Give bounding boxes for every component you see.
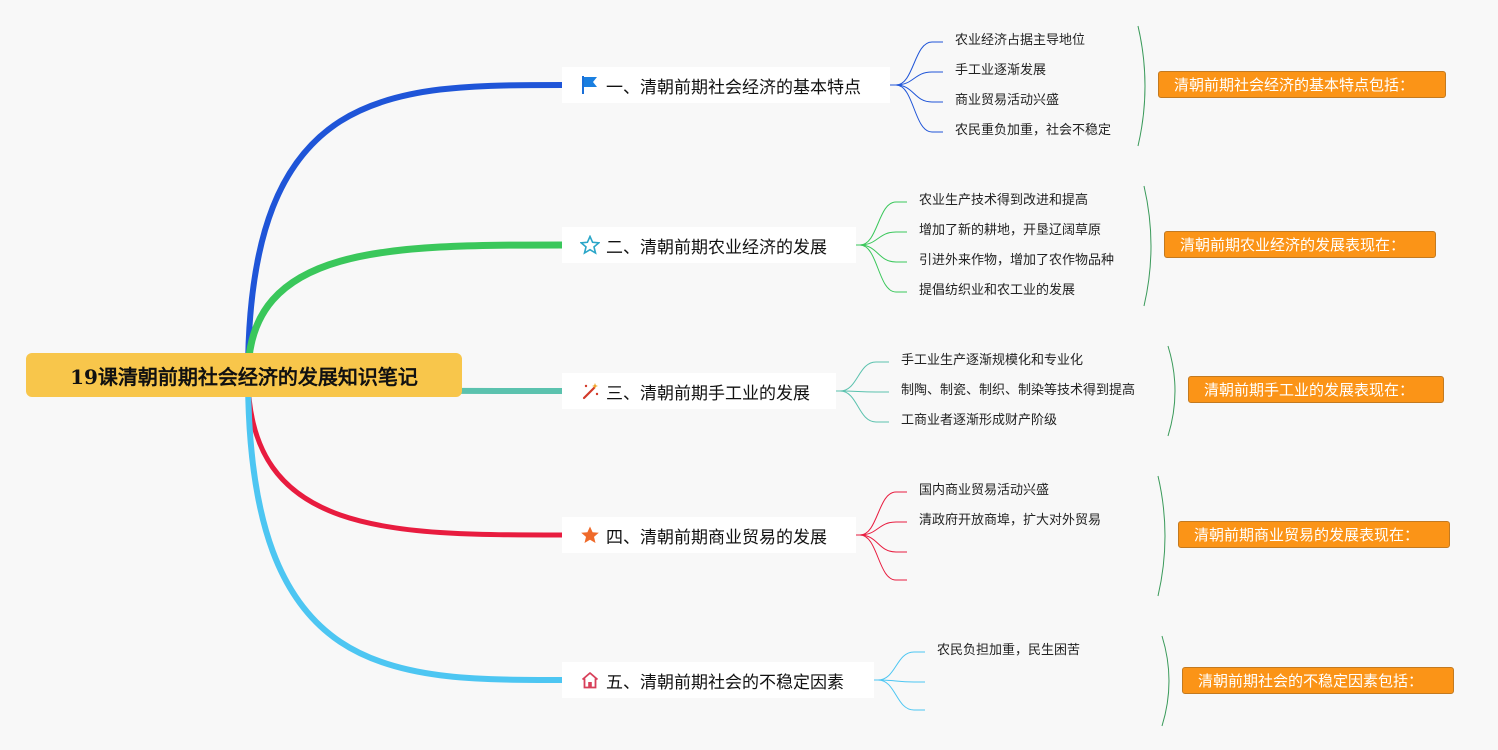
subtopic-item[interactable]: 手工业逐渐发展 <box>955 63 1047 78</box>
subtopic-item[interactable]: 手工业生产逐渐规模化和专业化 <box>901 353 1084 368</box>
sub-branch-line <box>877 651 925 681</box>
summary-node[interactable]: 清朝前期社会的不稳定因素包括： <box>1182 667 1454 694</box>
topic-1[interactable]: 一、清朝前期社会经济的基本特点 <box>562 67 890 103</box>
subtopic-item[interactable]: 增加了新的耕地，开垦辽阔草原 <box>919 223 1102 238</box>
subtopic-item[interactable]: 国内商业贸易活动兴盛 <box>919 483 1050 498</box>
main-branch-line <box>244 241 566 379</box>
subtopic-item[interactable]: 提倡纺织业和农工业的发展 <box>919 283 1076 298</box>
topic-label: 五、清朝前期社会的不稳定因素 <box>606 672 844 693</box>
sub-branch-line <box>877 679 925 683</box>
sub-branch-line <box>895 84 943 103</box>
subtopic-item[interactable]: 农业生产技术得到改进和提高 <box>919 193 1089 208</box>
summary-bracket <box>1137 25 1146 147</box>
subtopic-item[interactable]: 工商业者逐渐形成财产阶级 <box>901 413 1058 428</box>
sub-branch-line <box>859 244 907 263</box>
star-filled-icon <box>581 526 599 543</box>
sub-branch-line <box>895 41 943 86</box>
sub-branch-line <box>859 534 907 581</box>
sub-branch-line <box>877 679 925 711</box>
summary-node[interactable]: 清朝前期商业贸易的发展表现在： <box>1178 521 1450 548</box>
house-icon <box>581 672 599 689</box>
main-branch-line <box>245 372 565 683</box>
sub-branch-line <box>839 390 889 423</box>
topic-3[interactable]: 三、清朝前期手工业的发展 <box>562 373 836 409</box>
summary-bracket <box>1161 635 1170 727</box>
sub-branch-line <box>895 71 943 86</box>
root-topic[interactable]: 19课清朝前期社会经济的发展知识笔记 <box>26 353 462 397</box>
summary-node[interactable]: 清朝前期手工业的发展表现在： <box>1188 376 1444 403</box>
summary-bracket <box>1167 345 1176 437</box>
topic-label: 一、清朝前期社会经济的基本特点 <box>606 77 861 98</box>
main-branch-line <box>245 82 565 378</box>
summary-node[interactable]: 清朝前期农业经济的发展表现在： <box>1164 231 1436 258</box>
topic-2[interactable]: 二、清朝前期农业经济的发展 <box>562 227 856 263</box>
magic-wand-icon <box>582 383 599 400</box>
summary-bracket <box>1143 185 1152 307</box>
subtopic-item[interactable]: 制陶、制瓷、制织、制染等技术得到提高 <box>901 383 1136 398</box>
subtopic-item[interactable]: 农业经济占据主导地位 <box>955 33 1086 48</box>
sub-branch-line <box>859 534 907 553</box>
summary-bracket <box>1157 475 1166 597</box>
topic-5[interactable]: 五、清朝前期社会的不稳定因素 <box>562 662 874 698</box>
sub-branch-line <box>839 361 889 392</box>
subtopic-item[interactable]: 引进外来作物，增加了农作物品种 <box>919 253 1115 268</box>
subtopic-item[interactable]: 商业贸易活动兴盛 <box>955 93 1060 108</box>
subtopic-item[interactable]: 农民重负加重，社会不稳定 <box>955 123 1112 138</box>
sub-branch-line <box>859 521 907 536</box>
summary-node[interactable]: 清朝前期社会经济的基本特点包括： <box>1158 71 1446 98</box>
flag-icon <box>582 76 597 94</box>
subtopic-item[interactable]: 清政府开放商埠，扩大对外贸易 <box>919 513 1102 528</box>
topic-4[interactable]: 四、清朝前期商业贸易的发展 <box>562 517 856 553</box>
topic-label: 三、清朝前期手工业的发展 <box>606 383 810 404</box>
sub-branch-line <box>839 390 889 393</box>
sub-branch-line <box>859 491 907 536</box>
sub-branch-line <box>895 84 943 133</box>
topic-label: 四、清朝前期商业贸易的发展 <box>606 527 827 548</box>
sub-branch-line <box>859 201 907 246</box>
sub-branch-line <box>859 231 907 246</box>
subtopic-item[interactable]: 农民负担加重，民生困苦 <box>937 643 1081 658</box>
main-branch-line <box>245 372 565 538</box>
sub-branch-line <box>859 244 907 293</box>
star-outline-icon <box>580 235 600 255</box>
topic-label: 二、清朝前期农业经济的发展 <box>606 237 827 258</box>
